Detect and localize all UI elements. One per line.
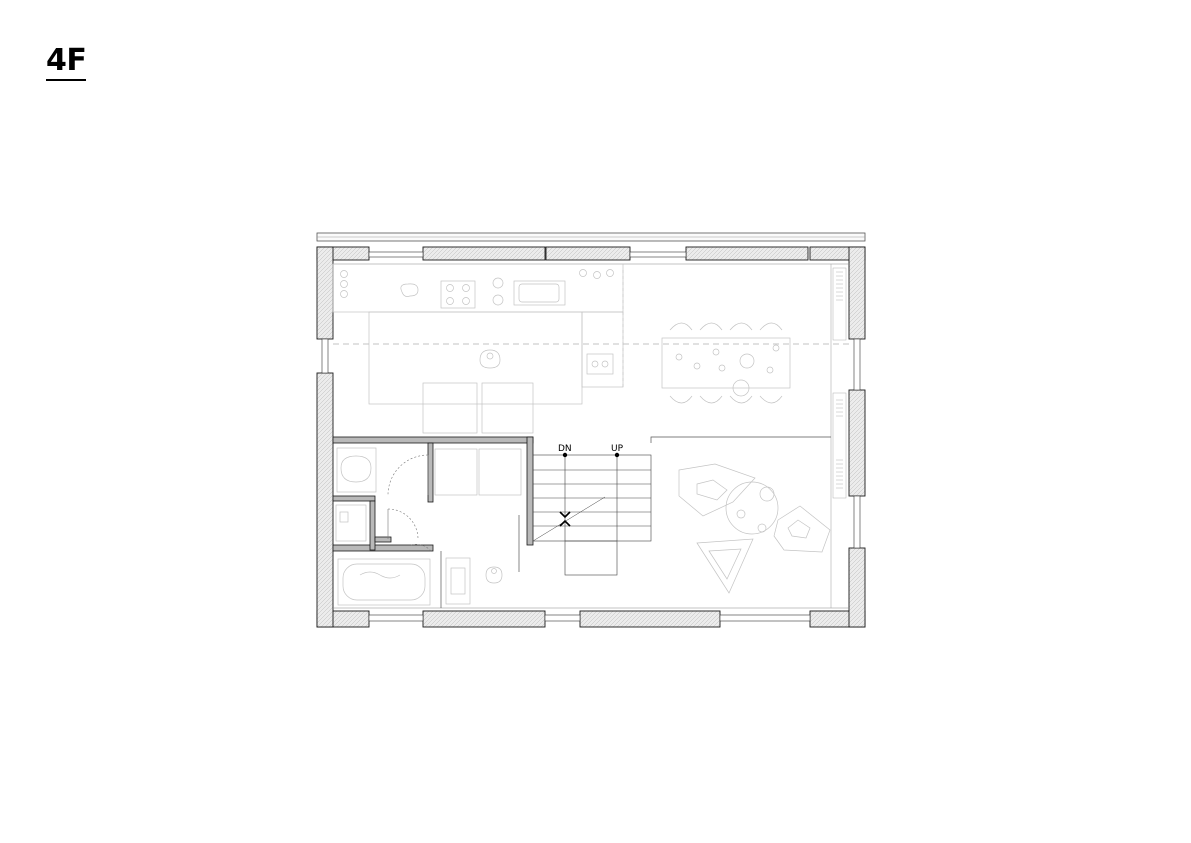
stair-markers xyxy=(562,452,620,458)
windows xyxy=(321,251,861,622)
partitions xyxy=(440,436,831,608)
roof-parapet xyxy=(316,232,866,242)
kitchen-furniture xyxy=(332,263,624,434)
stair-up-label: UP xyxy=(611,444,624,454)
dining-furniture xyxy=(661,322,791,404)
floor-title: 4F xyxy=(46,44,87,81)
exterior-walls xyxy=(316,246,866,628)
staircase xyxy=(532,454,652,576)
door-swings xyxy=(387,454,432,552)
bathroom-fixtures xyxy=(335,447,522,606)
stair-arrows xyxy=(559,511,571,527)
interior-walls xyxy=(332,436,534,552)
living-furniture xyxy=(678,463,831,594)
interior-outline xyxy=(333,263,849,609)
stair-down-label: DN xyxy=(558,444,572,454)
right-wall-shelving xyxy=(832,267,847,499)
door-leaves xyxy=(387,455,429,539)
